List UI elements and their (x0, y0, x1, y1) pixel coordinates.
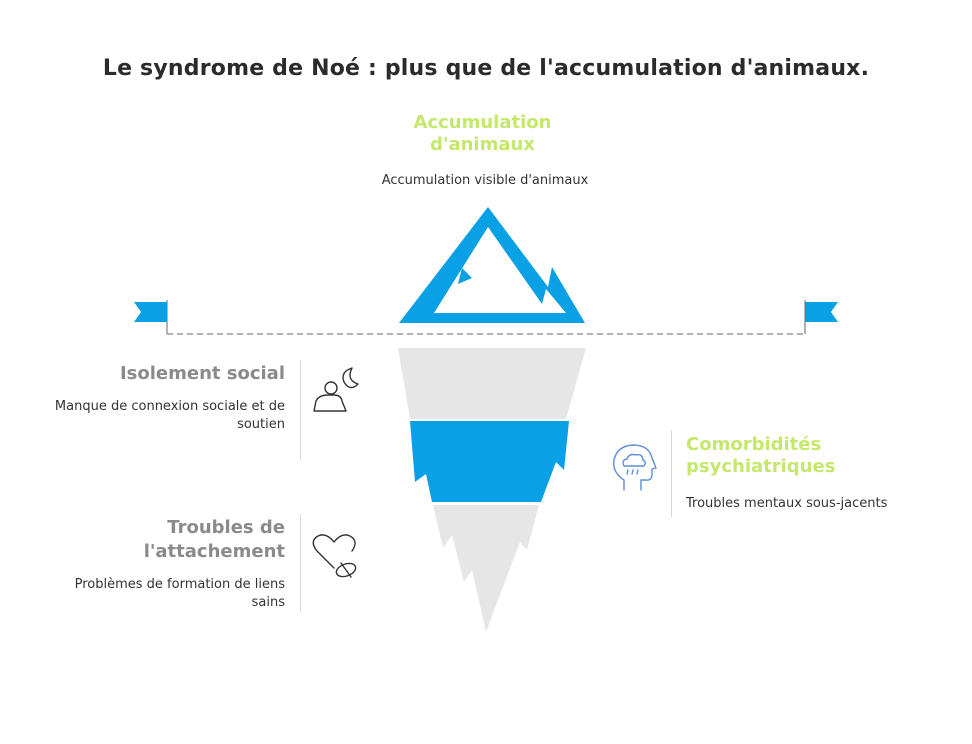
isolement-description: Manque de connexion sociale et de soutie… (54, 399, 285, 432)
broken-heart-pill-icon (312, 534, 357, 578)
divider (671, 430, 672, 517)
comorbidites-heading: Comorbidités psychiatriques (686, 434, 836, 477)
head-rain-cloud-icon (613, 444, 657, 491)
iceberg-layer-3 (433, 505, 539, 632)
person-moon-icon (313, 367, 359, 412)
troubles-heading: Troubles de l'attachement (143, 517, 285, 562)
troubles-description: Problèmes de formation de liens sains (74, 577, 285, 610)
divider (300, 514, 301, 612)
flag-left (134, 302, 167, 322)
iceberg-layer-2 (410, 421, 569, 502)
iceberg-snow (434, 227, 566, 313)
isolement-heading: Isolement social (119, 363, 285, 384)
page-title: Le syndrome de Noé : plus que de l'accum… (102, 56, 870, 81)
divider (300, 360, 301, 460)
top-description: Accumulation visible d'animaux (381, 173, 589, 188)
iceberg-layer-1 (398, 348, 586, 419)
top-heading: Accumulation d'animaux (413, 112, 552, 155)
comorbidites-description: Troubles mentaux sous-jacents (686, 496, 888, 511)
flag-right (805, 302, 838, 322)
